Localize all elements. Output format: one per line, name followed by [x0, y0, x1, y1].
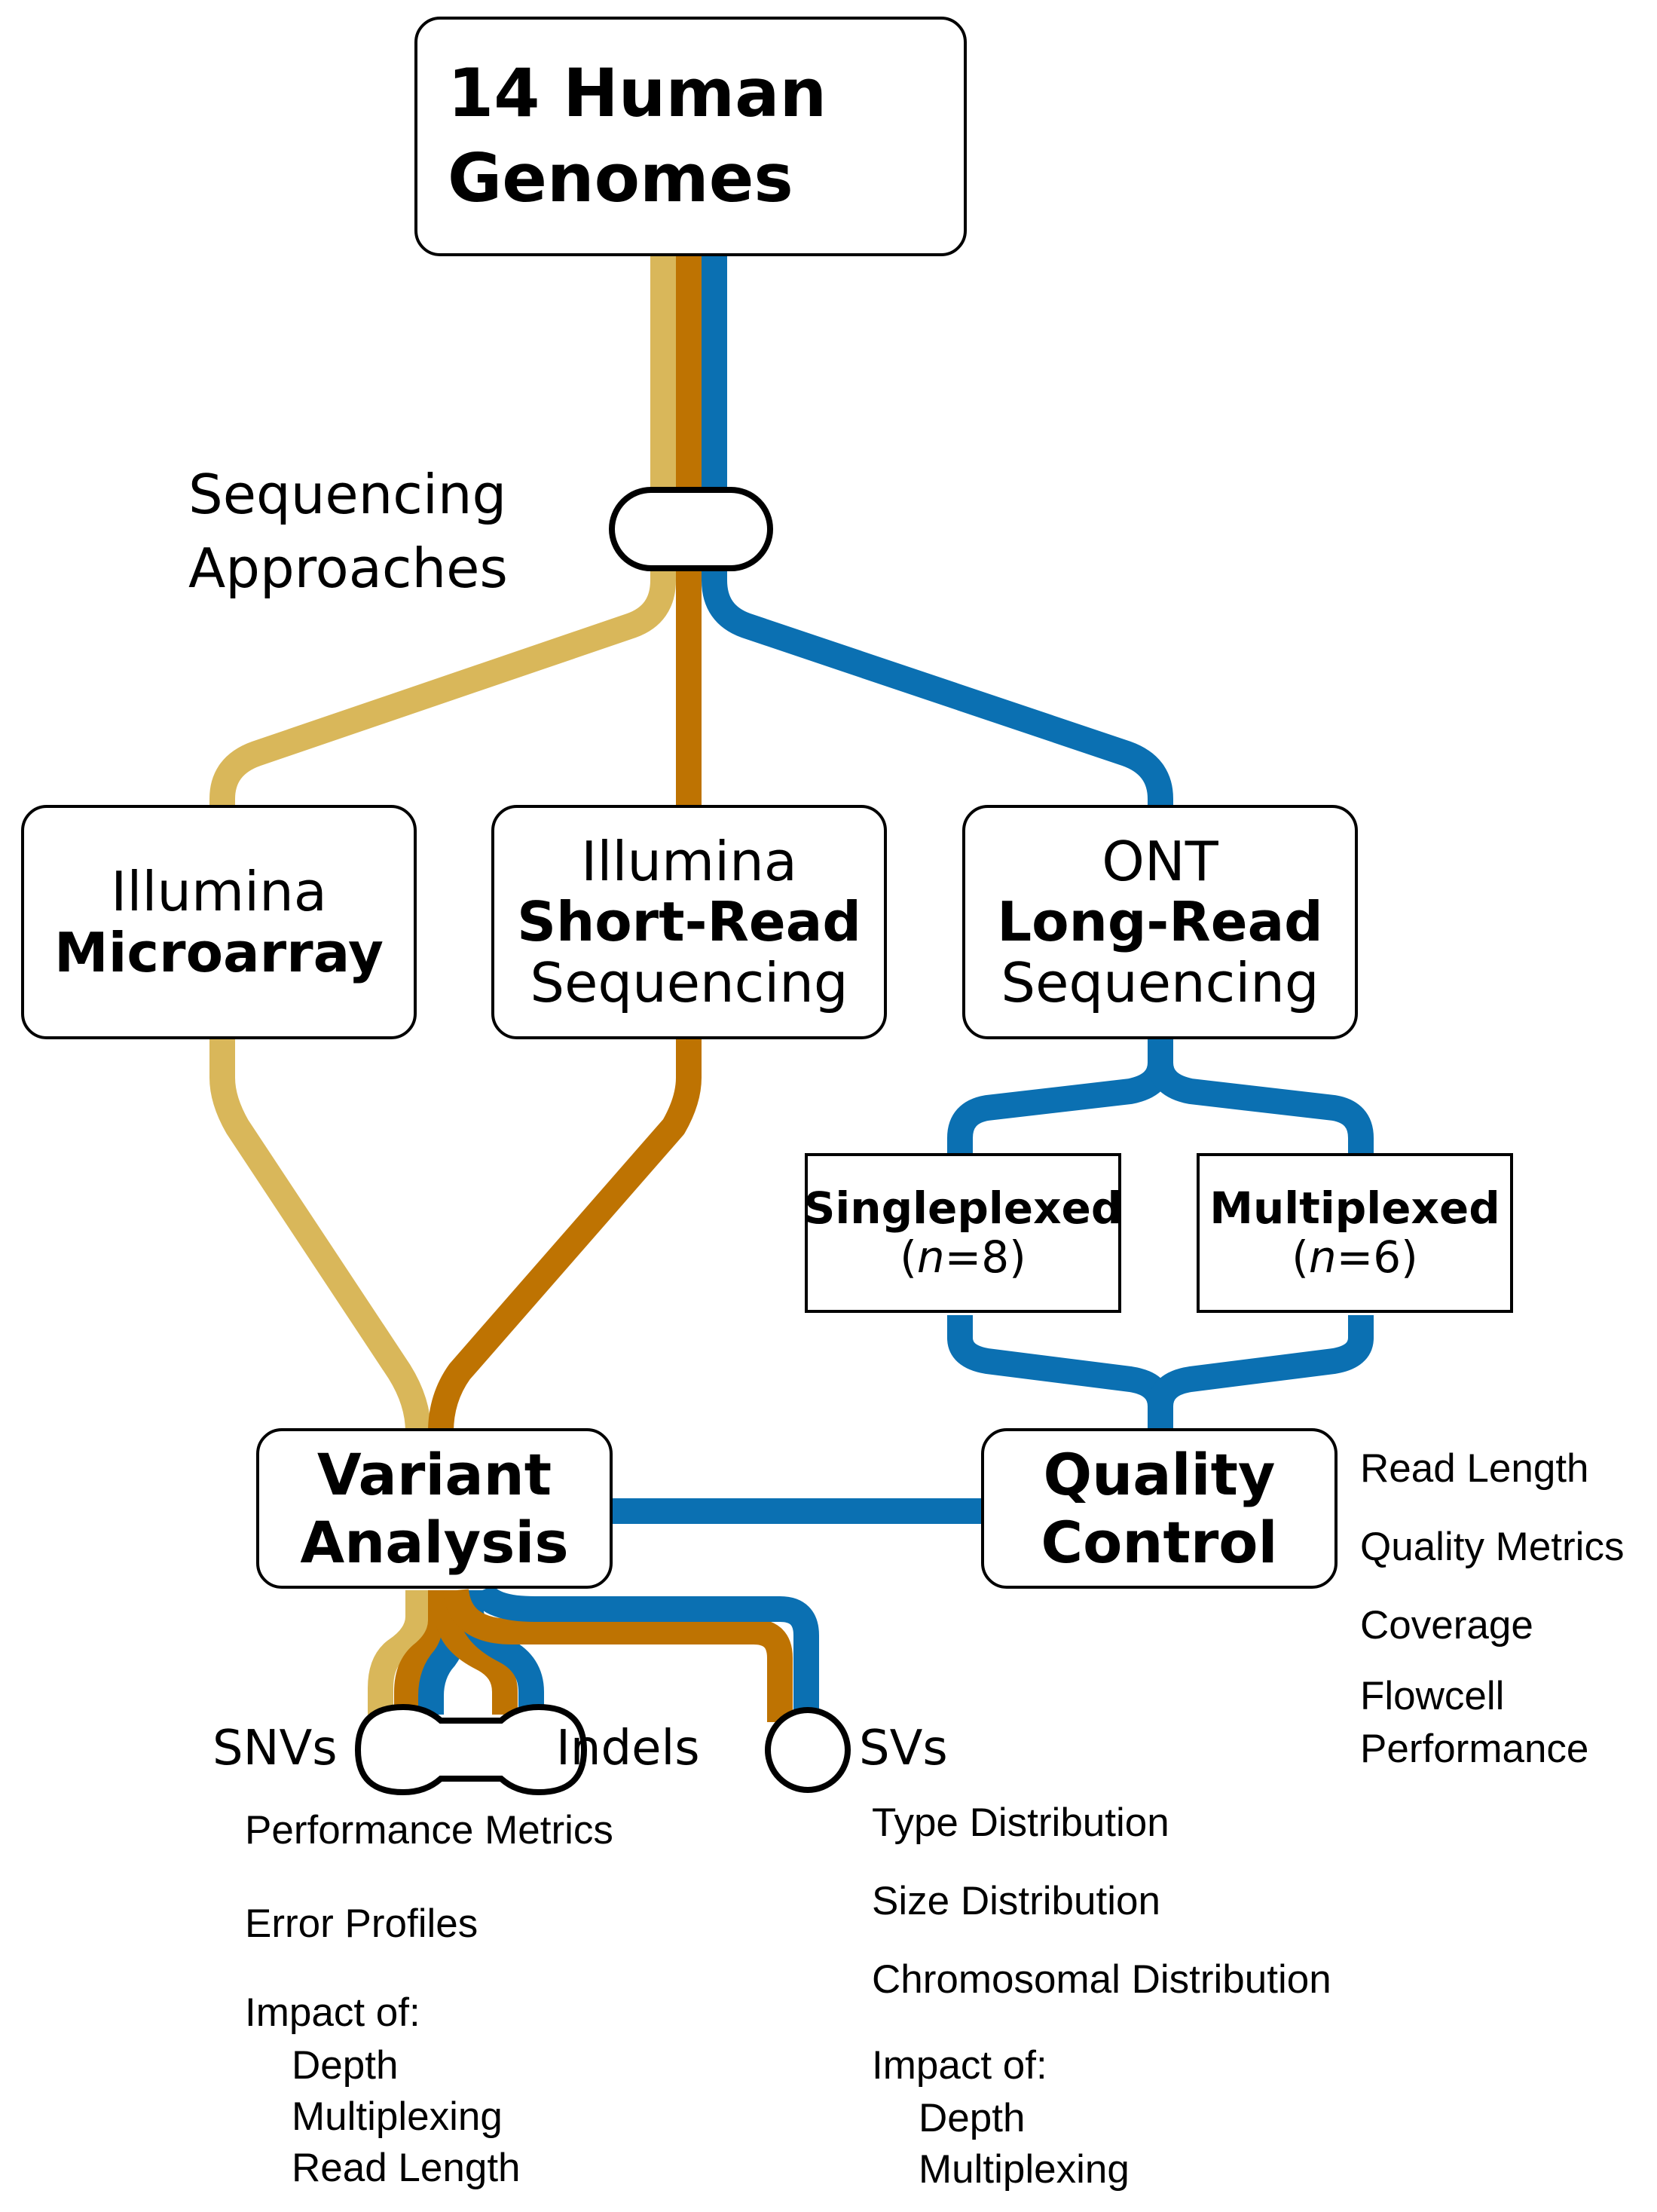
long-read-branch — [702, 543, 1173, 812]
title-line-1: 14 Human — [448, 54, 827, 133]
title-box: 14 Human Genomes — [414, 17, 967, 256]
singleplexed-label: Singleplexed — [803, 1182, 1123, 1234]
snv-impact-item: Read Length — [292, 2146, 521, 2190]
snv-item: Error Profiles — [245, 1901, 478, 1946]
snv-indel-analysis-list: Performance Metrics Error Profiles Impac… — [245, 1807, 613, 2191]
qc-item: Flowcell — [1360, 1674, 1505, 1718]
quality-control-line-1: Quality — [1043, 1440, 1276, 1508]
microarray-line-2: Microarray — [54, 920, 384, 984]
long-read-split-2 — [1148, 1061, 1374, 1153]
snv-impact-item: Depth — [292, 2043, 399, 2088]
microarray-to-variant — [209, 1036, 431, 1433]
sequencing-approaches-station — [609, 487, 773, 571]
snv-impact-header: Impact of: — [245, 1990, 420, 2035]
sv-analysis-list: Type Distribution Size Distribution Chro… — [872, 1800, 1331, 2192]
snvs-label: SNVs — [212, 1721, 338, 1776]
multi-to-qc — [1148, 1315, 1374, 1408]
single-to-qc — [947, 1315, 1173, 1432]
sequencing-label-line-1: Sequencing — [188, 463, 507, 526]
illumina-short-read-box: Illumina Short-Read Sequencing — [491, 805, 887, 1039]
sv-impact-item: Depth — [919, 2096, 1026, 2140]
qc-item: Performance — [1360, 1727, 1589, 1771]
long-read-to-sv — [470, 1584, 819, 1722]
multiplexed-count: (n=6) — [1292, 1231, 1418, 1283]
sv-impact-header: Impact of: — [872, 2043, 1047, 2088]
microarray-line-1: Illumina — [111, 859, 327, 923]
variant-analysis-box: Variant Analysis — [256, 1428, 613, 1589]
short-read-to-variant — [428, 1036, 702, 1433]
short-read-to-sv — [443, 1588, 793, 1722]
sequencing-label-line-2: Approaches — [188, 536, 508, 600]
long-read-line-3: Sequencing — [1001, 950, 1319, 1014]
sv-station — [765, 1707, 851, 1793]
microarray-to-snv — [368, 1590, 431, 1715]
singleplexed-box: Singleplexed (n=8) — [803, 1153, 1123, 1313]
illumina-microarray-box: Illumina Microarray — [21, 805, 417, 1039]
long-read-line-1: ONT — [1102, 829, 1218, 893]
qc-item: Quality Metrics — [1360, 1525, 1625, 1569]
snv-impact-item: Multiplexing — [292, 2094, 503, 2139]
qc-metrics-list: Read Length Quality Metrics Coverage Flo… — [1360, 1446, 1624, 1772]
singleplexed-count: (n=8) — [900, 1231, 1026, 1283]
qc-item: Read Length — [1360, 1446, 1589, 1491]
indels-label: Indels — [556, 1721, 700, 1776]
sequencing-approaches-label: Sequencing Approaches — [188, 458, 508, 606]
title: 14 Human Genomes — [448, 51, 827, 221]
long-read-split — [947, 1036, 1173, 1153]
multiplexed-box: Multiplexed (n=6) — [1197, 1153, 1513, 1313]
variant-analysis-line-2: Analysis — [300, 1508, 569, 1576]
short-read-line-1: Illumina — [581, 829, 797, 893]
snv-item: Performance Metrics — [245, 1808, 613, 1853]
short-read-line-3: Sequencing — [530, 950, 848, 1014]
multiplexed-label: Multiplexed — [1209, 1182, 1500, 1234]
variant-analysis-line-1: Variant — [316, 1440, 552, 1508]
microarray-branch — [209, 543, 676, 812]
sv-item: Chromosomal Distribution — [872, 1957, 1331, 2002]
long-read-line-2: Long-Read — [997, 890, 1323, 954]
ont-long-read-box: ONT Long-Read Sequencing — [962, 805, 1358, 1039]
title-line-2: Genomes — [448, 139, 793, 217]
sv-item: Type Distribution — [872, 1801, 1169, 1845]
sv-impact-item: Multiplexing — [919, 2147, 1130, 2192]
short-read-line-2: Short-Read — [517, 890, 861, 954]
qc-item: Coverage — [1360, 1603, 1533, 1648]
svs-label: SVs — [859, 1721, 948, 1776]
quality-control-line-2: Control — [1041, 1508, 1278, 1576]
sv-item: Size Distribution — [872, 1879, 1160, 1923]
snv-indel-station — [354, 1703, 588, 1796]
quality-control-box: Quality Control — [981, 1428, 1338, 1589]
short-read-to-indel — [436, 1590, 518, 1715]
